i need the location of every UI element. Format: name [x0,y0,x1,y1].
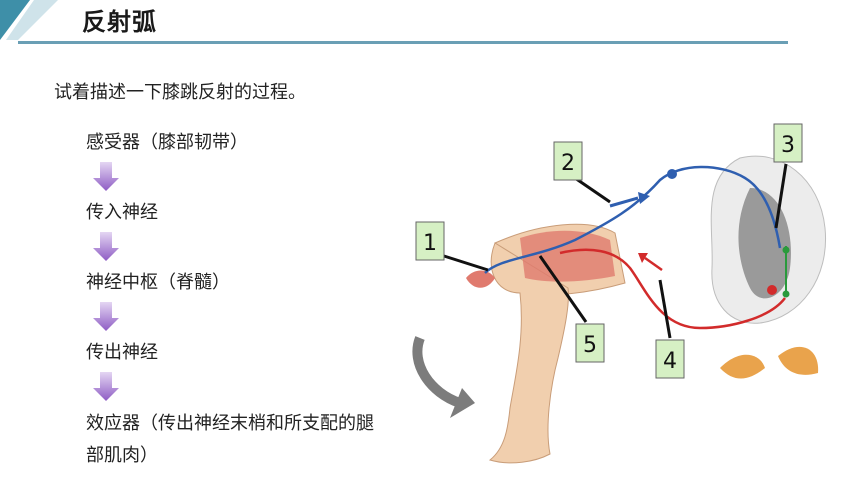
flow-step-receptor: 感受器（膝部韧带） [86,132,248,153]
down-arrow-icon [93,232,119,261]
down-arrow-icon [93,372,119,401]
label-5: 5 [538,255,605,363]
svg-text:3: 3 [781,133,795,158]
svg-text:1: 1 [423,231,437,256]
down-arrow-icon [93,162,119,191]
efferent-nerve [559,248,786,330]
afferent-arrowhead [638,192,650,204]
flow-step-effector: 效应器（传出神经末梢和所支配的腿部肌肉） [86,413,374,466]
title-underline [18,41,788,44]
flow-step-efferent: 传出神经 [86,342,158,363]
leg [412,223,626,464]
interneuron [782,246,790,298]
page-title: 反射弧 [82,8,157,36]
flow-step-afferent: 传入神经 [86,202,158,223]
label-4: 4 [655,279,685,379]
knee-reflex-diagram: 1 2 3 4 5 [412,123,827,464]
svg-text:2: 2 [561,151,575,176]
flow-step-center: 神经中枢（脊髓） [86,272,230,293]
question-text: 试着描述一下膝跳反射的过程。 [54,82,306,103]
reflex-flow: 感受器（膝部韧带） 传入神经 神经中枢（脊髓） 传出神经 效应器（传出神经末梢和… [86,128,386,472]
afferent-direction-arrow [609,196,639,208]
afferent-nerve [484,165,782,274]
svg-text:4: 4 [663,349,677,374]
afferent-cell-body [667,169,677,179]
label-1: 1 [415,221,489,272]
down-arrow-icon [93,302,119,331]
spinal-cord [710,155,827,379]
efferent-direction-arrow [644,256,663,272]
efferent-arrowhead [638,253,648,263]
label-2: 2 [553,141,611,204]
corner-decoration [0,0,58,40]
efferent-cell-body [767,285,777,295]
svg-text:5: 5 [583,333,597,358]
label-3: 3 [773,123,803,229]
